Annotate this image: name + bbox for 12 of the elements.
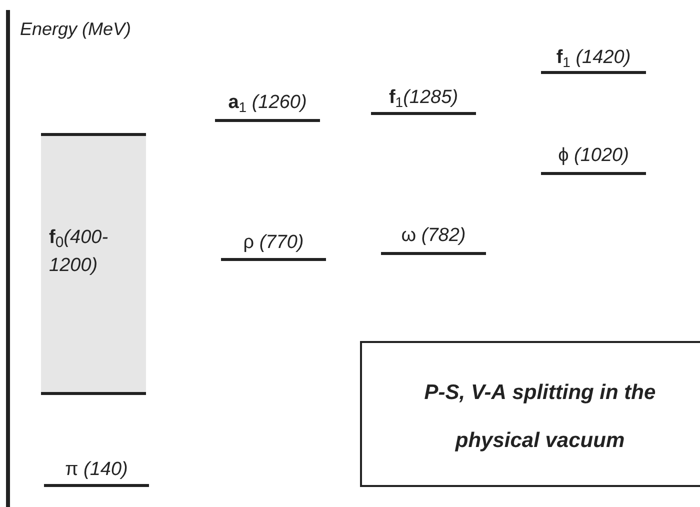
- energy-band: [41, 133, 146, 395]
- note-text: P-S, V-A splitting in the physical vacuum: [423, 380, 657, 454]
- band-label: f$_{0}$(400-1200): [49, 226, 110, 278]
- note-box: [360, 341, 700, 487]
- axis-title: Energy (MeV): [20, 18, 132, 41]
- level-label: ϕ (1020): [557, 144, 630, 168]
- level-label: f$_{1}$(1285): [388, 86, 460, 112]
- level-label: f$_{1}$ (1420): [555, 46, 632, 72]
- level-label: a$_{1}$ (1260): [227, 91, 308, 116]
- level-label: ρ (770): [242, 231, 305, 255]
- level-label: π (140): [64, 458, 129, 482]
- level-label: ω (782): [400, 224, 467, 248]
